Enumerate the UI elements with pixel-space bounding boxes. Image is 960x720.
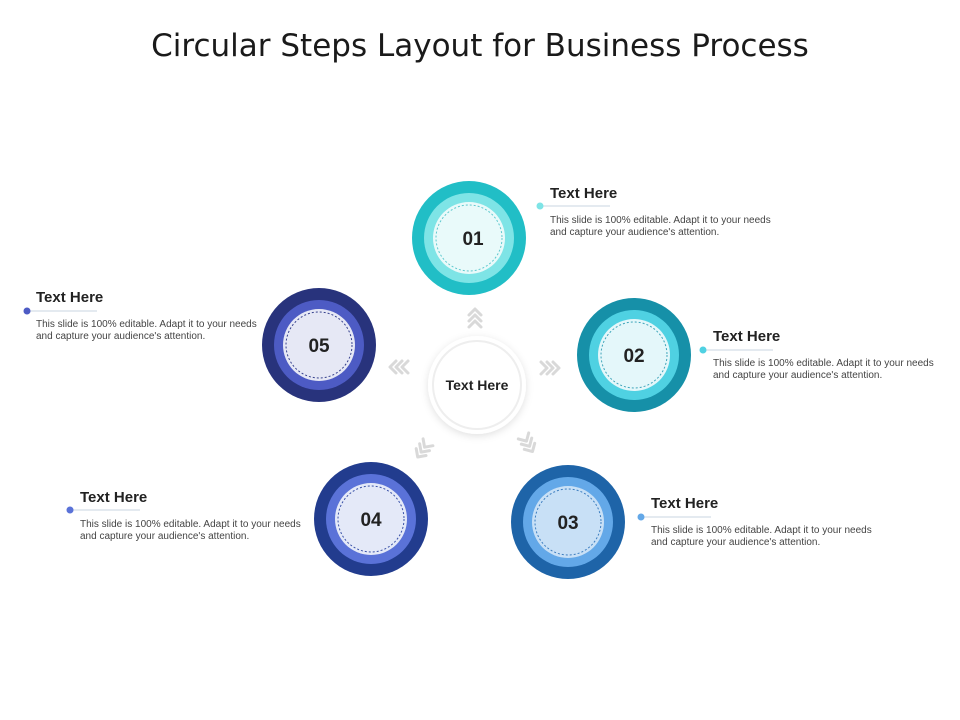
slide-title: Circular Steps Layout for Business Proce… [151,28,809,64]
step-number-3: 03 [557,513,578,534]
chevron-up-icon [467,307,483,329]
callout-heading-1: Text Here [550,185,618,202]
callout-body-4: This slide is 100% editable. Adapt it to… [80,519,301,542]
callout-body-5: This slide is 100% editable. Adapt it to… [36,319,257,342]
center-label: Text Here [446,377,509,393]
chevron-arrows [388,307,561,459]
callout-heading-4: Text Here [80,489,148,506]
connector-dot-2 [699,346,707,354]
center-hub: Text Here [428,336,526,434]
step-number-1: 01 [462,229,484,250]
step-node-3: 03 [511,465,625,579]
callout-step-3: Text Here This slide is 100% editable. A… [651,495,881,549]
connector-dot-3 [637,513,645,521]
callout-step-5: Text Here This slide is 100% editable. A… [36,289,266,343]
callout-step-4: Text Here This slide is 100% editable. A… [80,489,310,543]
callout-heading-3: Text Here [651,495,719,512]
chevron-left-icon [388,359,410,375]
callout-heading-5: Text Here [36,289,104,306]
callout-step-1: Text Here This slide is 100% editable. A… [550,185,780,239]
step-node-4: 04 [314,462,428,576]
chevron-down-left-icon [414,437,435,459]
step-node-2: 02 [577,298,691,412]
step-node-5: 05 [262,288,376,402]
step-number-5: 05 [308,336,330,357]
callout-body-2: This slide is 100% editable. Adapt it to… [713,358,934,381]
callout-step-2: Text Here This slide is 100% editable. A… [713,328,943,382]
chevron-right-icon [539,360,561,376]
connector-dot-1 [536,202,544,210]
step-number-2: 02 [623,346,644,367]
connector-dot-4 [66,506,74,514]
callout-heading-2: Text Here [713,328,781,345]
callout-body-1: This slide is 100% editable. Adapt it to… [550,215,771,238]
step-node-1: 01 [412,181,526,295]
chevron-down-right-icon [516,431,537,454]
connector-dot-5 [23,307,31,315]
callout-connectors [23,202,773,521]
callout-body-3: This slide is 100% editable. Adapt it to… [651,525,872,548]
step-number-4: 04 [360,510,382,531]
